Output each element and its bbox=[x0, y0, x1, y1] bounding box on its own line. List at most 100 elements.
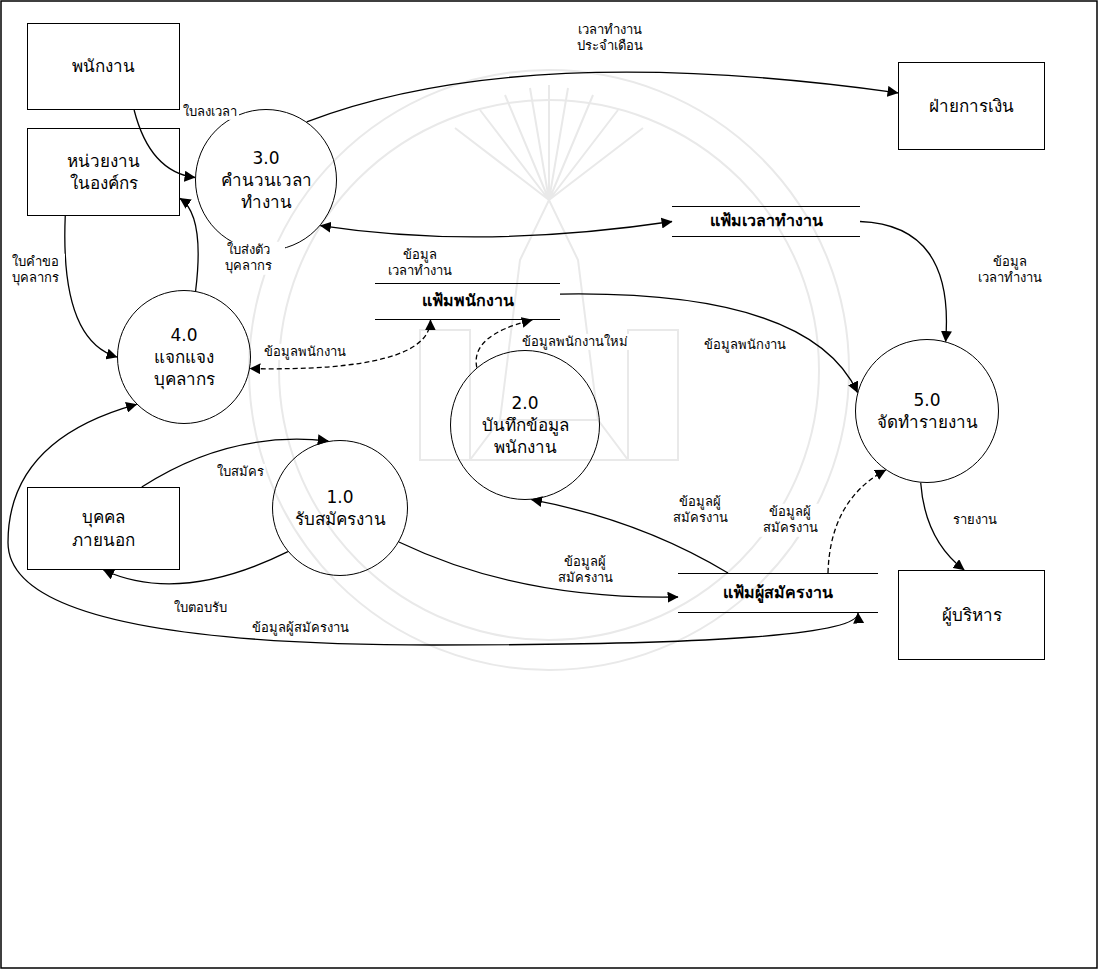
text-word: รายงาน bbox=[953, 512, 997, 527]
external-entity: ผู้บริหาร bbox=[898, 570, 1045, 660]
process-circle: 5.0จัดทำรายงาน bbox=[855, 339, 999, 483]
data-flow bbox=[320, 222, 672, 237]
text-word: แฟ้มผู้สมัครงาน bbox=[723, 583, 833, 602]
external-entity: พนักงาน bbox=[27, 23, 180, 110]
process-number: 5.0 bbox=[877, 389, 978, 411]
text-word: บุคลากร bbox=[225, 258, 272, 273]
process-circle: 1.0รับสมัครงาน bbox=[272, 440, 408, 576]
process-circle: 4.0แจกแจง บุคลากร bbox=[117, 290, 251, 424]
text-word: ใบลงเวลา bbox=[183, 104, 237, 119]
flow-label: ข้อมูลผู้ สมัครงาน bbox=[661, 494, 740, 527]
text-word: 1.0 bbox=[326, 487, 353, 507]
text-word: สมัครงาน bbox=[558, 570, 613, 585]
text-word: ประจำเดือน bbox=[577, 38, 643, 53]
flow-label: ข้อมูล เวลาทำงาน bbox=[968, 254, 1052, 287]
data-flow bbox=[65, 216, 117, 357]
seal-rays bbox=[455, 85, 643, 200]
data-flow bbox=[307, 72, 898, 122]
flow-label: ใบสมัคร bbox=[215, 464, 266, 480]
flow-label: รายงาน bbox=[951, 512, 999, 528]
flow-label: ข้อมูลผู้ สมัครงาน bbox=[546, 554, 625, 587]
text-word: จัดทำรายงาน bbox=[877, 412, 978, 432]
text-word: พนักงาน bbox=[494, 437, 557, 457]
data-flow bbox=[180, 198, 198, 291]
text-word: 3.0 bbox=[252, 148, 279, 168]
flow-label: ข้อมูลผู้สมัครงาน bbox=[250, 620, 351, 636]
text-word: บันทึกข้อมูล bbox=[482, 415, 569, 435]
data-flow bbox=[250, 320, 431, 369]
text-word: บุคลากร bbox=[154, 369, 215, 389]
data-flow bbox=[134, 110, 195, 178]
text-word: ผู้บริหาร bbox=[942, 605, 1002, 625]
flow-label: ใบคำขอ บุคลากร bbox=[5, 254, 65, 287]
node-text: คำนวนเวลา ทำงาน bbox=[211, 169, 321, 213]
process-circle: 3.0คำนวนเวลา ทำงาน bbox=[195, 109, 337, 251]
external-entity: หน่วยงาน ในองค์กร bbox=[27, 128, 180, 216]
text-word: ข้อมูลผู้สมัครงาน bbox=[252, 620, 349, 635]
flow-label: ข้อมูลพนักงาน bbox=[702, 337, 788, 353]
text-word: ฝ่ายการเงิน bbox=[929, 96, 1014, 116]
text-word: 2.0 bbox=[511, 393, 538, 413]
data-flow bbox=[104, 552, 288, 584]
text-word: พนักงาน bbox=[72, 56, 135, 76]
node-text: แฟ้มพนักงาน bbox=[422, 291, 514, 312]
process-number: 3.0 bbox=[211, 147, 321, 169]
node-text: หน่วยงาน ในองค์กร bbox=[54, 150, 154, 194]
text-word: ข้อมูล bbox=[993, 254, 1027, 269]
seal-ring bbox=[249, 70, 849, 670]
data-store: แฟ้มผู้สมัครงาน bbox=[678, 573, 878, 613]
text-word: ใบส่งตัว bbox=[227, 242, 270, 257]
node-text: แฟ้มผู้สมัครงาน bbox=[723, 583, 833, 604]
data-store: แฟ้มพนักงาน bbox=[375, 283, 560, 320]
data-store: แฟ้มเวลาทำงาน bbox=[672, 206, 860, 237]
node-text: ผู้บริหาร bbox=[942, 604, 1002, 626]
text-word: เวลาทำงาน bbox=[578, 22, 642, 37]
text-word: หน่วยงาน bbox=[67, 151, 140, 171]
data-flow bbox=[828, 470, 886, 573]
flow-label: ข้อมูลผู้ สมัครงาน bbox=[751, 504, 830, 537]
text-word: ข้อมูล bbox=[403, 247, 437, 262]
flow-label: ข้อมูลพนักงานใหม่ bbox=[520, 334, 630, 350]
text-word: ในองค์กร bbox=[70, 173, 138, 193]
node-text: รับสมัครงาน bbox=[295, 508, 386, 530]
text-word: แฟ้มพนักงาน bbox=[422, 291, 514, 310]
text-word: บุคคล bbox=[82, 507, 125, 527]
node-text: แฟ้มเวลาทำงาน bbox=[710, 211, 823, 232]
text-word: 4.0 bbox=[170, 325, 197, 345]
text-word: สมัครงาน bbox=[673, 510, 728, 525]
text-word: ข้อมูลพนักงาน bbox=[704, 337, 786, 352]
text-word: ข้อมูลผู้ bbox=[564, 554, 606, 569]
data-flow bbox=[8, 404, 858, 645]
flow-label: ใบลงเวลา bbox=[181, 104, 239, 120]
text-word: รับสมัครงาน bbox=[295, 509, 386, 529]
flow-label: ใบตอบรับ bbox=[172, 600, 229, 616]
text-word: ข้อมูลพนักงานใหม่ bbox=[522, 334, 628, 349]
text-word: คำนวนเวลา bbox=[221, 170, 312, 190]
text-word: 5.0 bbox=[913, 390, 940, 410]
process-number: 2.0 bbox=[465, 392, 585, 414]
node-text: บันทึกข้อมูล พนักงาน bbox=[465, 414, 585, 458]
text-word: เวลาทำงาน bbox=[388, 263, 452, 278]
text-word: บุคลากร bbox=[12, 270, 59, 285]
text-word: ข้อมูลผู้ bbox=[769, 504, 811, 519]
node-text: พนักงาน bbox=[72, 55, 135, 77]
text-word: แฟ้มเวลาทำงาน bbox=[710, 211, 823, 230]
text-word: ทำงาน bbox=[241, 192, 292, 212]
text-word: ข้อมูลผู้ bbox=[679, 494, 721, 509]
flow-label: เวลาทำงาน ประจำเดือน bbox=[563, 22, 657, 55]
node-text: จัดทำรายงาน bbox=[877, 411, 978, 433]
text-word: สมัครงาน bbox=[763, 520, 818, 535]
text-word: แจกแจง bbox=[154, 347, 214, 367]
external-entity: ฝ่ายการเงิน bbox=[898, 62, 1045, 150]
text-word: ใบสมัคร bbox=[217, 464, 264, 479]
node-text: ฝ่ายการเงิน bbox=[929, 95, 1014, 117]
process-circle: 2.0บันทึกข้อมูล พนักงาน bbox=[450, 350, 600, 500]
text-word: ใบคำขอ bbox=[12, 254, 59, 269]
seal-watermark bbox=[249, 70, 849, 670]
flow-label: ใบส่งตัว บุคลากร bbox=[211, 242, 285, 275]
flow-label: ข้อมูลพนักงาน bbox=[262, 344, 348, 360]
data-flow bbox=[860, 222, 946, 342]
